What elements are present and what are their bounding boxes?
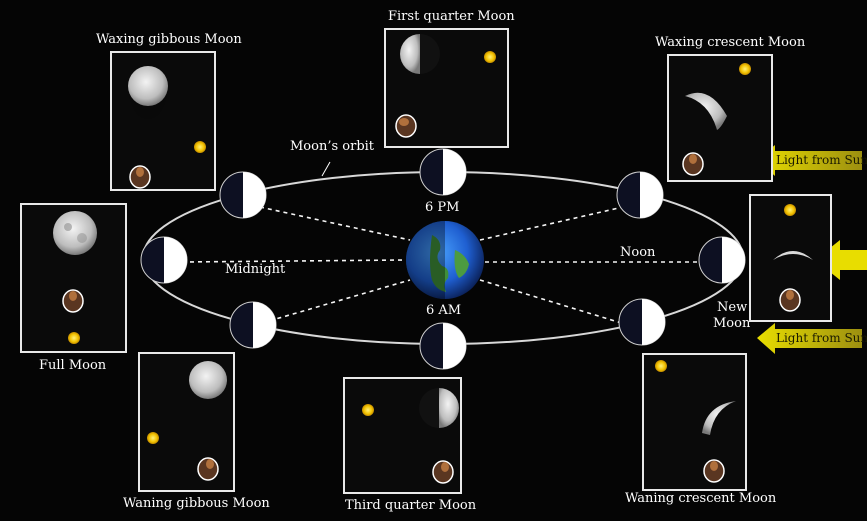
orbit-moon-waning-gibbous — [229, 301, 277, 349]
label-new-line1: New — [717, 300, 748, 315]
moon-photo-new — [773, 251, 813, 260]
sun-icon — [784, 204, 796, 216]
orbit-moons — [140, 148, 746, 370]
moon-photo-waxing-gibbous — [128, 66, 168, 106]
moon-photo-full — [53, 211, 97, 255]
label-new-line2: Moon — [713, 316, 751, 331]
label-6pm: 6 PM — [425, 200, 460, 215]
observer-head-icon — [432, 460, 454, 484]
moon-photo-waxing-crescent — [685, 92, 727, 130]
orbit-moon-third-quarter — [419, 322, 467, 370]
label-waning-crescent: Waning crescent Moon — [625, 491, 777, 506]
sun-icon — [147, 432, 159, 444]
observer-head-icon — [129, 165, 151, 189]
observer-head-icon — [682, 152, 704, 176]
label-first-quarter: First quarter Moon — [388, 9, 515, 24]
moon-photo-third-quarter — [419, 388, 459, 428]
sun-icon — [194, 141, 206, 153]
label-light-from-sun-upper: Light from Sun — [776, 153, 867, 167]
observer-head-icon — [62, 289, 84, 313]
panel-waning-gibbous — [138, 352, 235, 492]
label-waning-gibbous: Waning gibbous Moon — [123, 496, 270, 511]
orbit-moon-waxing-crescent — [616, 171, 664, 219]
orbit-moon-waning-crescent — [618, 298, 666, 346]
panel-first-quarter — [384, 28, 509, 148]
label-full: Full Moon — [39, 358, 107, 373]
moon-photo-waning-gibbous — [189, 361, 227, 399]
orbit-moon-full — [140, 236, 188, 284]
observer-head-icon — [197, 457, 219, 481]
label-waxing-crescent: Waxing crescent Moon — [655, 35, 806, 50]
orbit-moon-waxing-gibbous — [219, 171, 267, 219]
sun-icon — [739, 63, 751, 75]
panel-waxing-crescent — [667, 54, 773, 182]
panel-full — [20, 203, 127, 353]
sun-icon — [68, 332, 80, 344]
sunlight-arrow-lower — [757, 323, 862, 354]
sight-lines — [181, 206, 720, 326]
label-light-from-sun-lower: Light from Sun — [776, 331, 867, 345]
label-midnight: Midnight — [225, 262, 286, 277]
panel-new — [749, 194, 832, 322]
panel-third-quarter — [343, 377, 462, 494]
moon-photo-first-quarter — [400, 34, 440, 74]
earth-icon — [406, 221, 484, 299]
label-noon: Noon — [620, 245, 656, 260]
moon-photo-waning-crescent — [702, 401, 736, 435]
orbit-moon-first-quarter — [419, 148, 467, 196]
label-moons-orbit: Moon’s orbit — [290, 139, 375, 154]
panel-waning-crescent — [642, 353, 747, 491]
orbit-moon-new — [698, 236, 746, 284]
orbit-label-pointer — [321, 161, 331, 177]
observer-head-icon — [395, 114, 417, 138]
panel-waxing-gibbous — [110, 51, 216, 191]
label-6am: 6 AM — [426, 303, 462, 318]
sun-icon — [484, 51, 496, 63]
label-waxing-gibbous: Waxing gibbous Moon — [96, 32, 242, 47]
sun-icon — [362, 404, 374, 416]
observer-head-icon — [703, 459, 725, 483]
sun-icon — [655, 360, 667, 372]
observer-head-icon — [779, 288, 801, 312]
label-third-quarter: Third quarter Moon — [345, 498, 477, 513]
sunlight-arrow-upper — [757, 145, 862, 176]
